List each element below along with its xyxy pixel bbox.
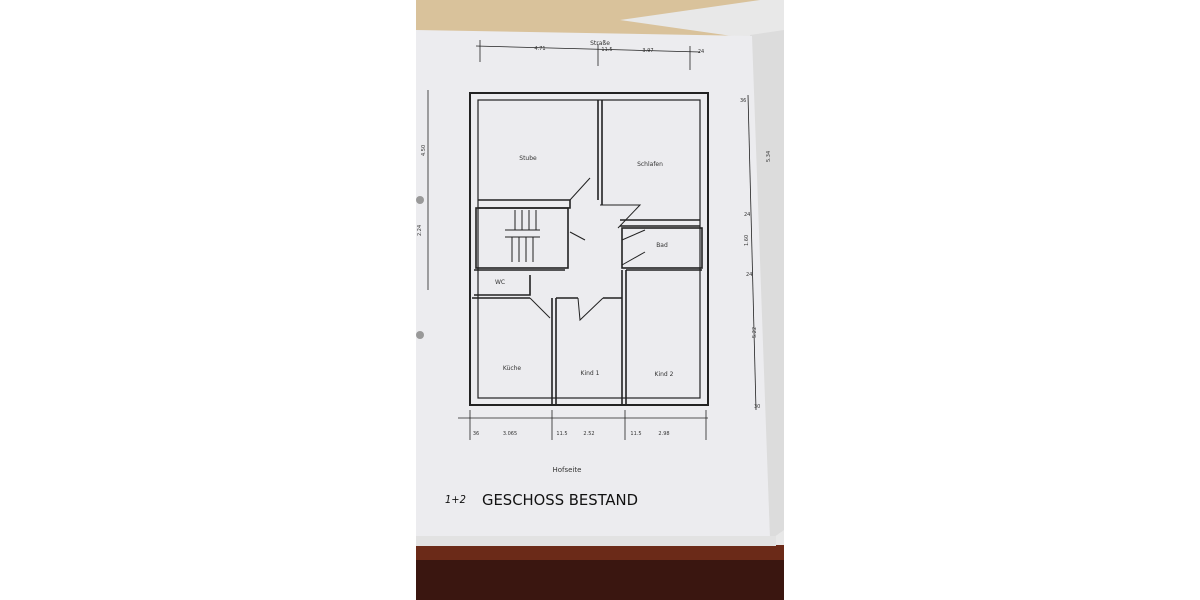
- dim-top: 24: [698, 49, 704, 55]
- floor-plan: [427, 40, 757, 440]
- dim-top: 11.5: [601, 47, 612, 53]
- dim-right: 36: [740, 98, 746, 104]
- dim-right: 5.22: [752, 327, 758, 338]
- room-label-bad: Bad: [656, 242, 668, 249]
- paper-sheet: [416, 30, 770, 540]
- yard-label: Hofseite: [553, 466, 582, 474]
- dim-bottom: 2.98: [658, 431, 669, 437]
- room-label-kueche: Küche: [503, 365, 522, 372]
- dim-bottom: 2.52: [583, 431, 594, 437]
- dim-bottom: 11.5: [556, 431, 567, 437]
- room-label-kind1: Kind 1: [581, 370, 600, 377]
- plan-title: GESCHOSS BESTAND: [482, 491, 638, 509]
- room-label-wc: WC: [495, 279, 505, 286]
- dim-left: 2.24: [417, 225, 423, 236]
- dim-right: 5.34: [766, 151, 772, 162]
- dim-bottom: 3.065: [503, 431, 517, 437]
- dim-top: 4.71: [534, 46, 545, 52]
- dim-right: 24: [746, 272, 752, 278]
- dim-right: 24: [744, 212, 750, 218]
- room-label-kind2: Kind 2: [655, 371, 674, 378]
- punch-hole: [416, 196, 424, 204]
- dim-right: 30: [754, 404, 760, 410]
- floor-number: 1+2: [445, 493, 466, 506]
- street-label: Straße: [590, 40, 610, 47]
- punch-hole: [416, 331, 424, 339]
- dim-right: 1.60: [744, 235, 750, 246]
- dim-top: 3.97: [642, 48, 653, 54]
- dim-left: 4.50: [421, 145, 427, 156]
- dim-bottom: 36: [473, 431, 479, 437]
- room-label-stube: Stube: [519, 155, 537, 162]
- dim-bottom: 11.5: [630, 431, 641, 437]
- room-label-schlafen: Schlafen: [637, 161, 663, 168]
